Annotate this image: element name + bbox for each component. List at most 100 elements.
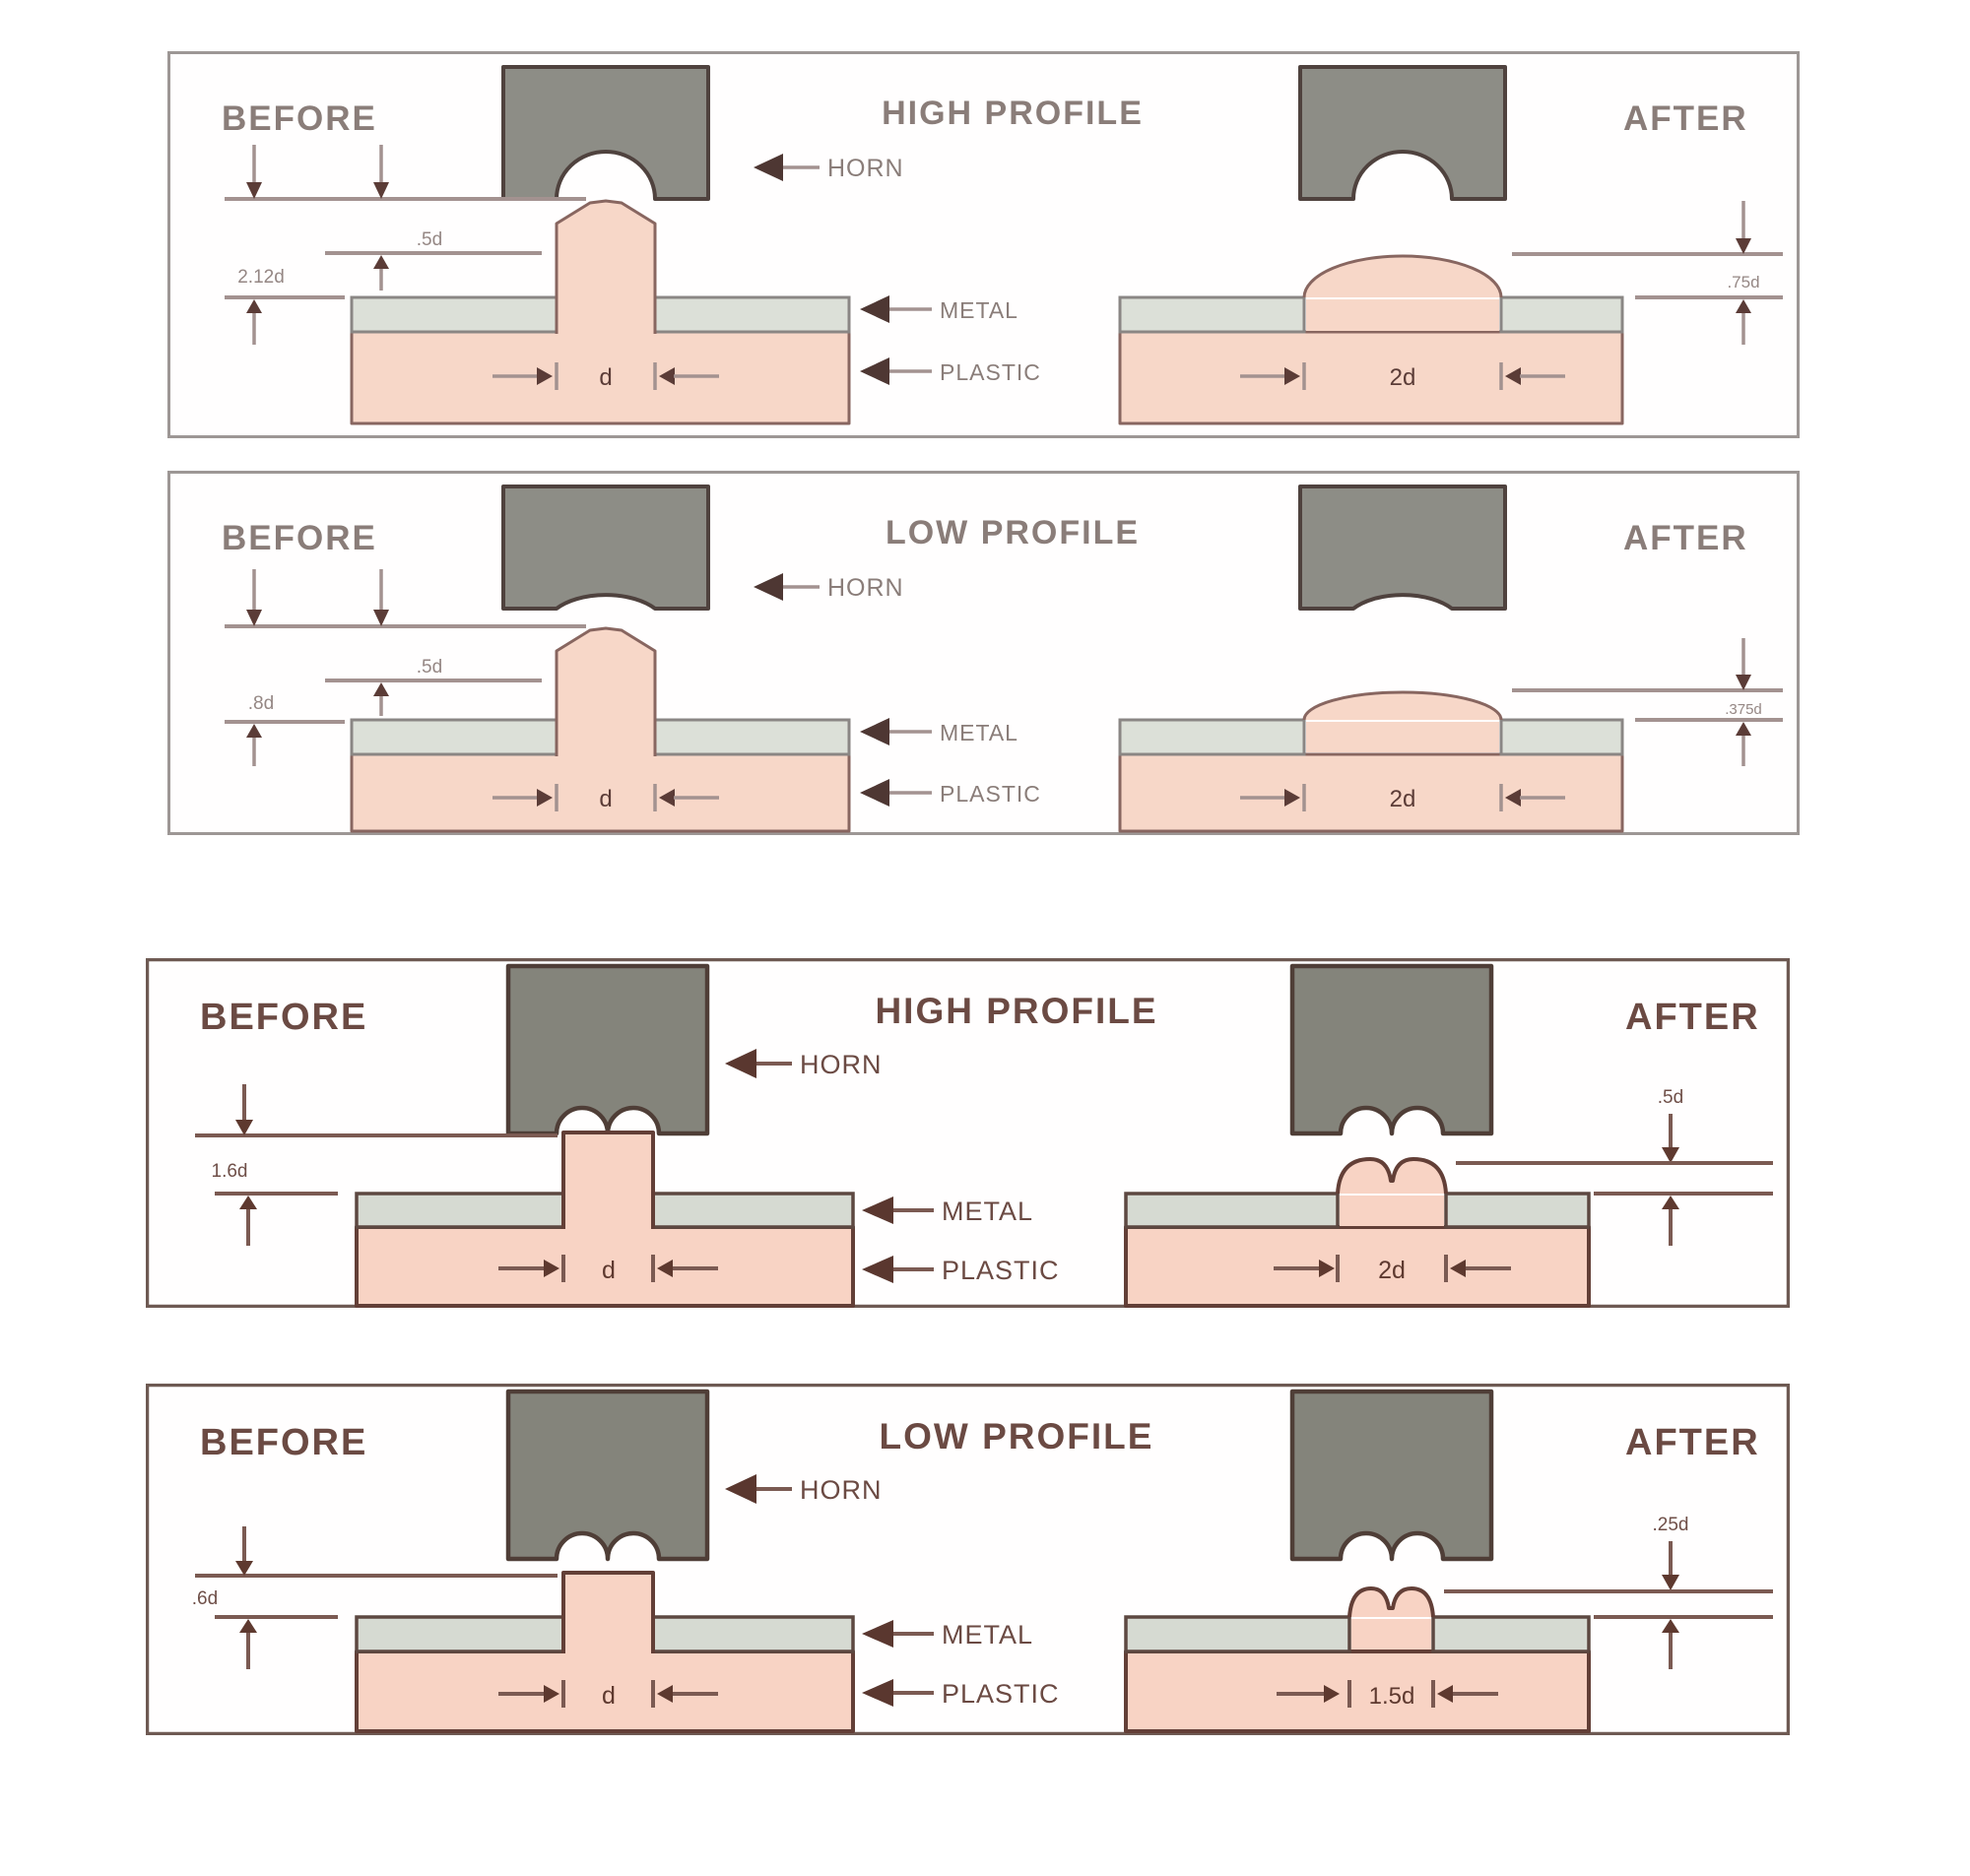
left-arrow-icon: [659, 789, 675, 807]
plastic-arrow-icon: [860, 779, 889, 807]
tip-height-dim: .5d: [417, 229, 442, 250]
plastic-arrow-icon: [862, 1256, 893, 1283]
head-height-dim: .75d: [1727, 273, 1759, 291]
up-arrow-icon: [1662, 1619, 1679, 1633]
metal-plate-after-left: [1124, 1192, 1340, 1229]
panel-title: HIGH PROFILE: [882, 95, 1144, 132]
plastic-base-after: [1124, 1225, 1591, 1308]
before-label: BEFORE: [200, 997, 367, 1038]
up-arrow-icon: [1736, 299, 1751, 313]
panel-low-profile-flat: BEFORE LOW PROFILE AFTER HORN .6d d: [146, 1384, 1790, 1735]
stud-height-dim: 1.6d: [212, 1161, 248, 1182]
head-height-dim: .25d: [1653, 1515, 1689, 1535]
after-label: AFTER: [1623, 99, 1748, 138]
left-arrow-icon: [1437, 1685, 1453, 1703]
panel-high-profile-pointed: BEFORE HIGH PROFILE AFTER HORN .5d 2.: [167, 51, 1800, 438]
plastic-base-before: [350, 752, 851, 833]
metal-label: METAL: [942, 1620, 1033, 1650]
down-arrow-icon: [246, 610, 262, 626]
up-arrow-icon: [246, 299, 262, 313]
down-arrow-icon: [373, 610, 389, 626]
right-arrow-icon: [1319, 1260, 1335, 1277]
rosette-head-shape: [1336, 1157, 1448, 1195]
stud-shape: [555, 626, 657, 756]
horn-shape-after: [1289, 963, 1494, 1136]
panel-title: LOW PROFILE: [886, 514, 1140, 551]
metal-plate-before-right: [653, 295, 851, 334]
horn-arrow-icon: [725, 1474, 756, 1504]
horn-shape-after: [1289, 1389, 1494, 1562]
right-arrow-icon: [544, 1260, 559, 1277]
up-arrow-icon: [373, 255, 389, 269]
right-arrow-icon: [544, 1685, 559, 1703]
head-diameter-dim: 1.5d: [1369, 1683, 1415, 1710]
stud-neck: [1340, 1196, 1444, 1226]
left-arrow-icon: [657, 1260, 673, 1277]
metal-arrow-icon: [862, 1197, 893, 1224]
panel-title: LOW PROFILE: [880, 1416, 1154, 1456]
up-arrow-icon: [239, 1196, 257, 1209]
horn-label: HORN: [800, 1475, 883, 1505]
metal-plate-after-left: [1118, 718, 1306, 756]
plastic-base-after: [1124, 1650, 1591, 1733]
horn-shape-before: [501, 65, 710, 201]
stud-neck: [1306, 299, 1499, 331]
left-arrow-icon: [1450, 1260, 1466, 1277]
metal-plate-before-left: [355, 1192, 565, 1229]
stud-diameter-dim: d: [599, 364, 612, 391]
metal-plate-before-right: [653, 718, 851, 756]
stud-diameter-dim: d: [602, 1682, 616, 1710]
plastic-arrow-icon: [862, 1679, 893, 1707]
panel-high-profile-flat: BEFORE HIGH PROFILE AFTER HORN 1.6d d: [146, 958, 1790, 1308]
down-arrow-icon: [1662, 1147, 1679, 1163]
rosette-head-shape: [1347, 1586, 1435, 1618]
right-arrow-icon: [537, 367, 553, 385]
after-label: AFTER: [1625, 997, 1760, 1038]
horn-shape-after: [1298, 65, 1507, 201]
left-arrow-icon: [659, 367, 675, 385]
plastic-label: PLASTIC: [942, 1679, 1060, 1709]
horn-shape-before: [505, 963, 710, 1136]
stud-shape: [555, 199, 657, 334]
horn-shape-after: [1298, 485, 1507, 611]
metal-plate-before-left: [355, 1615, 565, 1653]
up-arrow-icon: [246, 724, 262, 738]
stud-height-dim: .6d: [192, 1588, 218, 1609]
up-arrow-icon: [373, 682, 389, 696]
stud-diameter-dim: d: [599, 786, 612, 812]
stud-neck: [1306, 722, 1499, 752]
stud-shape: [561, 1131, 655, 1229]
metal-plate-before-left: [350, 295, 558, 334]
metal-plate-before-left: [350, 718, 558, 756]
metal-plate-after-left: [1124, 1615, 1351, 1653]
dome-head-shape: [1302, 690, 1503, 721]
plastic-arrow-icon: [860, 357, 889, 385]
metal-label: METAL: [942, 1197, 1033, 1226]
up-arrow-icon: [239, 1619, 257, 1633]
metal-label: METAL: [940, 297, 1018, 323]
plastic-base-before: [350, 330, 851, 425]
down-arrow-icon: [1662, 1575, 1679, 1590]
before-label: BEFORE: [222, 99, 377, 138]
horn-label: HORN: [827, 155, 904, 182]
head-diameter-dim: 2d: [1390, 786, 1416, 812]
plastic-label: PLASTIC: [942, 1256, 1060, 1285]
right-arrow-icon: [537, 789, 553, 807]
head-height-dim: .375d: [1725, 701, 1762, 718]
metal-plate-after-right: [1431, 1615, 1591, 1653]
right-arrow-icon: [1324, 1685, 1340, 1703]
left-arrow-icon: [1505, 367, 1521, 385]
after-label: AFTER: [1625, 1422, 1760, 1463]
horn-shape-before: [501, 485, 710, 611]
metal-label: METAL: [940, 720, 1018, 745]
panel-low-profile-pointed: BEFORE LOW PROFILE AFTER HORN .5d .8d: [167, 471, 1800, 835]
plastic-label: PLASTIC: [940, 359, 1041, 385]
metal-plate-before-right: [651, 1615, 855, 1653]
metal-plate-after-right: [1444, 1192, 1591, 1229]
horn-shape-before: [505, 1389, 710, 1562]
horn-arrow-icon: [754, 573, 783, 601]
stud-height-dim: 2.12d: [237, 267, 285, 288]
horn-arrow-icon: [725, 1049, 756, 1078]
after-label: AFTER: [1623, 519, 1748, 557]
